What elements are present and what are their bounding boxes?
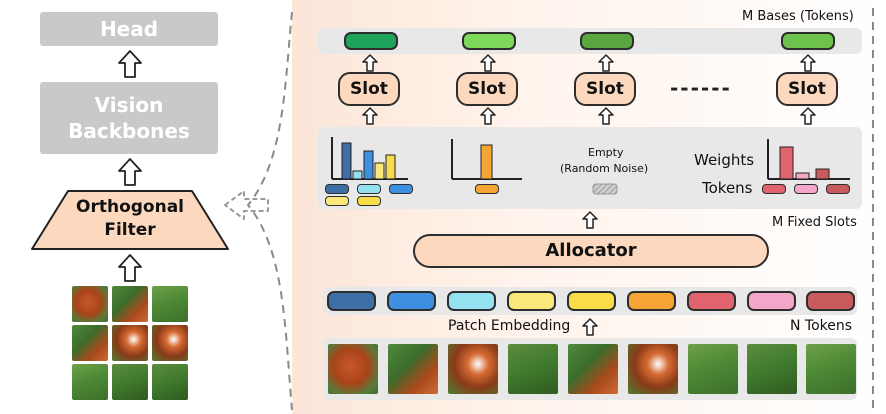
up-arrow-icon bbox=[362, 54, 378, 72]
weight-histogram bbox=[451, 139, 522, 180]
up-arrow-icon bbox=[598, 54, 614, 72]
base-token bbox=[580, 32, 634, 50]
up-arrow-icon bbox=[582, 211, 598, 229]
orthogonal-filter-label: Orthogonal Filter bbox=[76, 197, 184, 240]
head-block: Head bbox=[40, 12, 218, 46]
m-bases-label: M Bases (Tokens) bbox=[742, 9, 854, 24]
vision-backbones-label: Vision Backbones bbox=[68, 93, 190, 143]
image-patch bbox=[152, 364, 188, 400]
left-arrow-icon bbox=[224, 190, 269, 220]
tokens-label: Tokens bbox=[702, 179, 753, 197]
weighted-token bbox=[475, 184, 499, 194]
patch-token bbox=[567, 291, 616, 311]
orthogonal-filter-shape bbox=[31, 190, 229, 250]
slot-box: Slot bbox=[776, 72, 838, 106]
patch-token bbox=[806, 291, 855, 311]
up-arrow-icon bbox=[598, 107, 614, 125]
up-arrow-icon bbox=[480, 54, 496, 72]
up-arrow-icon bbox=[800, 107, 816, 125]
patch-token bbox=[327, 291, 376, 311]
weighted-token bbox=[325, 184, 349, 194]
patch-token bbox=[447, 291, 496, 311]
weighted-token bbox=[389, 184, 413, 194]
base-token bbox=[344, 32, 398, 50]
image-patch bbox=[747, 344, 797, 394]
image-patch bbox=[448, 344, 498, 394]
weighted-token bbox=[762, 184, 786, 194]
weighted-token bbox=[357, 184, 381, 194]
image-patch bbox=[112, 364, 148, 400]
image-patch bbox=[388, 344, 438, 394]
image-patch bbox=[328, 344, 378, 394]
weight-histogram bbox=[331, 137, 408, 180]
image-patch bbox=[72, 286, 108, 322]
base-token bbox=[781, 32, 835, 50]
noise-token bbox=[592, 183, 618, 195]
patch-token bbox=[627, 291, 676, 311]
random-noise-label: (Random Noise) bbox=[560, 162, 649, 175]
image-patch bbox=[152, 286, 188, 322]
weight-histogram bbox=[767, 139, 850, 180]
slot-box: Slot bbox=[456, 72, 518, 106]
patch-token bbox=[507, 291, 556, 311]
weighted-token bbox=[826, 184, 850, 194]
vision-backbones-block: Vision Backbones bbox=[40, 82, 218, 154]
patch-token bbox=[387, 291, 436, 311]
empty-label: Empty bbox=[588, 146, 624, 159]
patch-token bbox=[747, 291, 796, 311]
patch-token bbox=[687, 291, 736, 311]
weighted-token bbox=[357, 196, 381, 206]
slot-box: Slot bbox=[338, 72, 400, 106]
image-patch bbox=[688, 344, 738, 394]
weights-label: Weights bbox=[694, 151, 755, 169]
weighted-token bbox=[325, 196, 349, 206]
ellipsis: ------ bbox=[670, 76, 732, 100]
slot-box: Slot bbox=[574, 72, 636, 106]
up-arrow-icon bbox=[480, 107, 496, 125]
n-tokens-label: N Tokens bbox=[790, 318, 853, 334]
up-arrow-icon bbox=[362, 107, 378, 125]
up-arrow-icon bbox=[118, 158, 142, 186]
head-label: Head bbox=[99, 17, 159, 41]
up-arrow-icon bbox=[800, 54, 816, 72]
image-patch bbox=[72, 325, 108, 361]
up-arrow-icon bbox=[118, 254, 142, 282]
up-arrow-icon bbox=[582, 318, 598, 336]
weighted-token bbox=[794, 184, 818, 194]
image-patch bbox=[72, 364, 108, 400]
m-fixed-slots-label: M Fixed Slots bbox=[772, 215, 857, 230]
slot-weights-band bbox=[318, 127, 862, 209]
image-patch bbox=[628, 344, 678, 394]
image-patch bbox=[112, 325, 148, 361]
allocator-box: Allocator bbox=[413, 234, 769, 268]
base-token bbox=[462, 32, 516, 50]
image-patch bbox=[112, 286, 148, 322]
patch-embedding-label: Patch Embedding bbox=[448, 318, 571, 334]
image-patch bbox=[806, 344, 856, 394]
up-arrow-icon bbox=[118, 50, 142, 78]
image-patch bbox=[568, 344, 618, 394]
image-patch bbox=[152, 325, 188, 361]
image-patch bbox=[508, 344, 558, 394]
